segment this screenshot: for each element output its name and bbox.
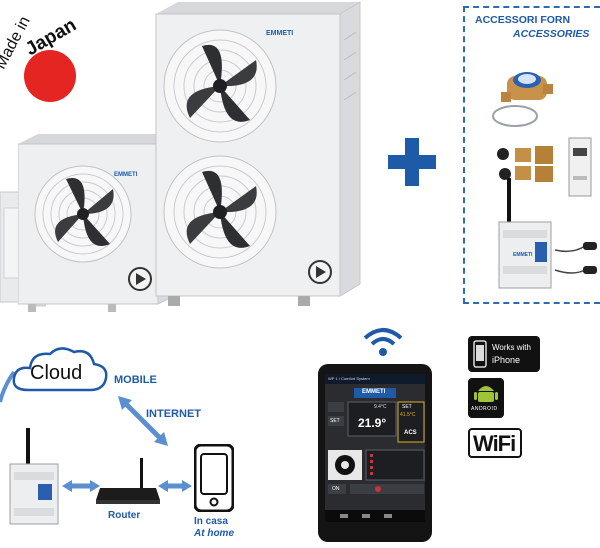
mobile-label: MOBILE: [114, 374, 157, 386]
android-badge: ANDROID: [468, 378, 504, 418]
cloud-label: Cloud: [30, 362, 83, 384]
tablet-on-label: ON: [332, 486, 340, 492]
controller-module-icon: [495, 178, 555, 294]
accessories-subtitle: ACCESSORIES: [513, 28, 590, 40]
router-label: Router: [108, 510, 141, 521]
works-with-iphone-badge: Works with iPhone: [468, 336, 540, 372]
small-unit-logo: EMMETI: [114, 172, 138, 178]
smartphone-icon: [194, 444, 234, 512]
diagram-controller-module: [8, 428, 62, 528]
tablet-temp-small: 9.4°C: [374, 404, 387, 410]
android-label: ANDROID: [471, 406, 498, 412]
wifi-badge: WiFi: [468, 428, 522, 458]
heat-pump-unit-medium: EMMETI: [18, 134, 188, 314]
tablet-acs-temp: 41.5°C: [400, 412, 416, 418]
fittings-icon: [495, 142, 559, 186]
made-in-japan-seal: Made in Japan: [0, 8, 120, 118]
tablet-set-label-2: SET: [402, 404, 412, 410]
accessories-panel: ACCESSORI FORN ACCESSORIES: [463, 6, 600, 304]
tablet-set-label: SET: [330, 418, 340, 424]
temperature-sensors-icon: [553, 240, 600, 290]
tablet-device: WP 1 / Comfort System EMMETI SET SET 9.4…: [318, 364, 432, 542]
wifi-label: WiFi: [473, 431, 516, 456]
home-label-it: In casa: [194, 516, 228, 527]
module-logo: EMMETI: [513, 252, 533, 258]
wifi-signal-icon: [362, 324, 404, 358]
network-arrows: [0, 370, 192, 492]
plus-icon: [384, 134, 440, 190]
tablet-logo: EMMETI: [362, 389, 386, 395]
tablet-room-temp: 21.9°: [358, 416, 387, 430]
accessories-title: ACCESSORI FORN: [475, 14, 571, 26]
home-label-en: At home: [194, 528, 234, 539]
internet-label: INTERNET: [146, 408, 201, 420]
tablet-header: WP 1 / Comfort System: [328, 376, 370, 381]
large-unit-logo: EMMETI: [266, 30, 294, 37]
tablet-acs-label: ACS: [404, 430, 417, 436]
router-icon: [96, 458, 162, 508]
water-meter-icon: [485, 66, 565, 146]
cloud-icon: Cloud: [10, 342, 110, 398]
din-energy-meter-icon: [565, 136, 595, 198]
heat-pump-unit-large: EMMETI: [148, 0, 368, 312]
iphone-badge-line2: iPhone: [492, 355, 521, 365]
iphone-badge-line1: Works with: [492, 343, 531, 352]
